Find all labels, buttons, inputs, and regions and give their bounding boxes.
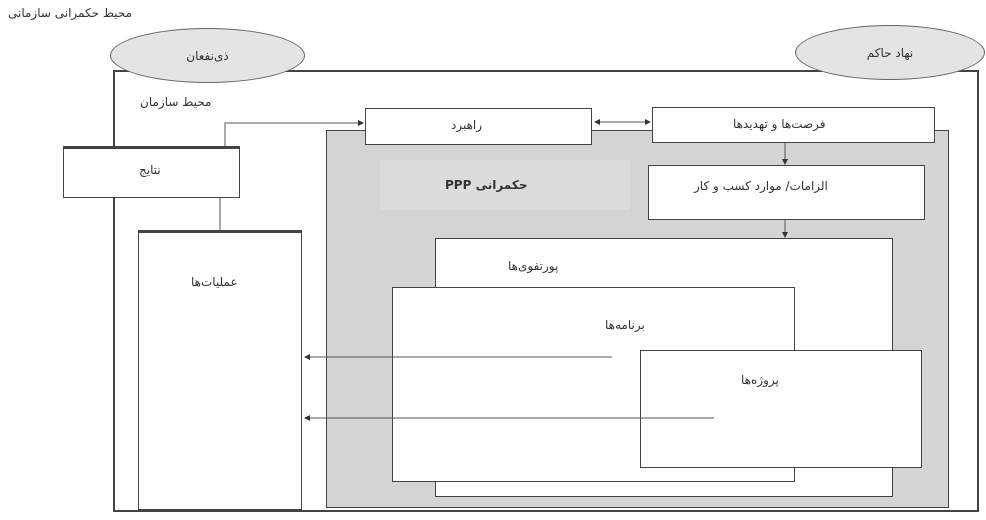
stakeholders-ellipse: ذی‌نفعان (110, 28, 305, 83)
operations-label: عملیات‌ها (191, 275, 238, 289)
diagram-title: محیط حکمرانی سازمانی (8, 6, 133, 20)
results-box: نتایج (63, 146, 240, 198)
programs-label: برنامه‌ها (605, 318, 645, 332)
governing-body-label: نهاد حاکم (866, 45, 914, 60)
projects-box: پروژه‌ها (640, 350, 922, 468)
ppp-governance-label: حکمرانی PPP (445, 178, 528, 192)
organization-environment-label: محیط سازمان (140, 95, 212, 109)
results-to-strategy-arrow (224, 120, 364, 146)
portfolios-label: پورتفوی‌ها (508, 259, 559, 273)
stakeholders-label: ذی‌نفعان (186, 48, 229, 63)
opportunities-threats-label: فرصت‌ها و تهدیدها (733, 117, 826, 131)
governing-body-ellipse: نهاد حاکم (795, 25, 985, 80)
ppp-label-bg (380, 160, 630, 210)
results-label: نتایج (139, 163, 161, 177)
strategy-box: راهبرد (365, 108, 592, 145)
strategy-label: راهبرد (451, 118, 483, 132)
requirements-label: الزامات/ موارد کسب و کار (694, 179, 828, 193)
opportunities-threats-box: فرصت‌ها و تهدیدها (652, 107, 935, 143)
projects-label: پروژه‌ها (741, 373, 779, 387)
operations-box: عملیات‌ها (138, 230, 302, 510)
requirements-box: الزامات/ موارد کسب و کار (648, 165, 925, 220)
